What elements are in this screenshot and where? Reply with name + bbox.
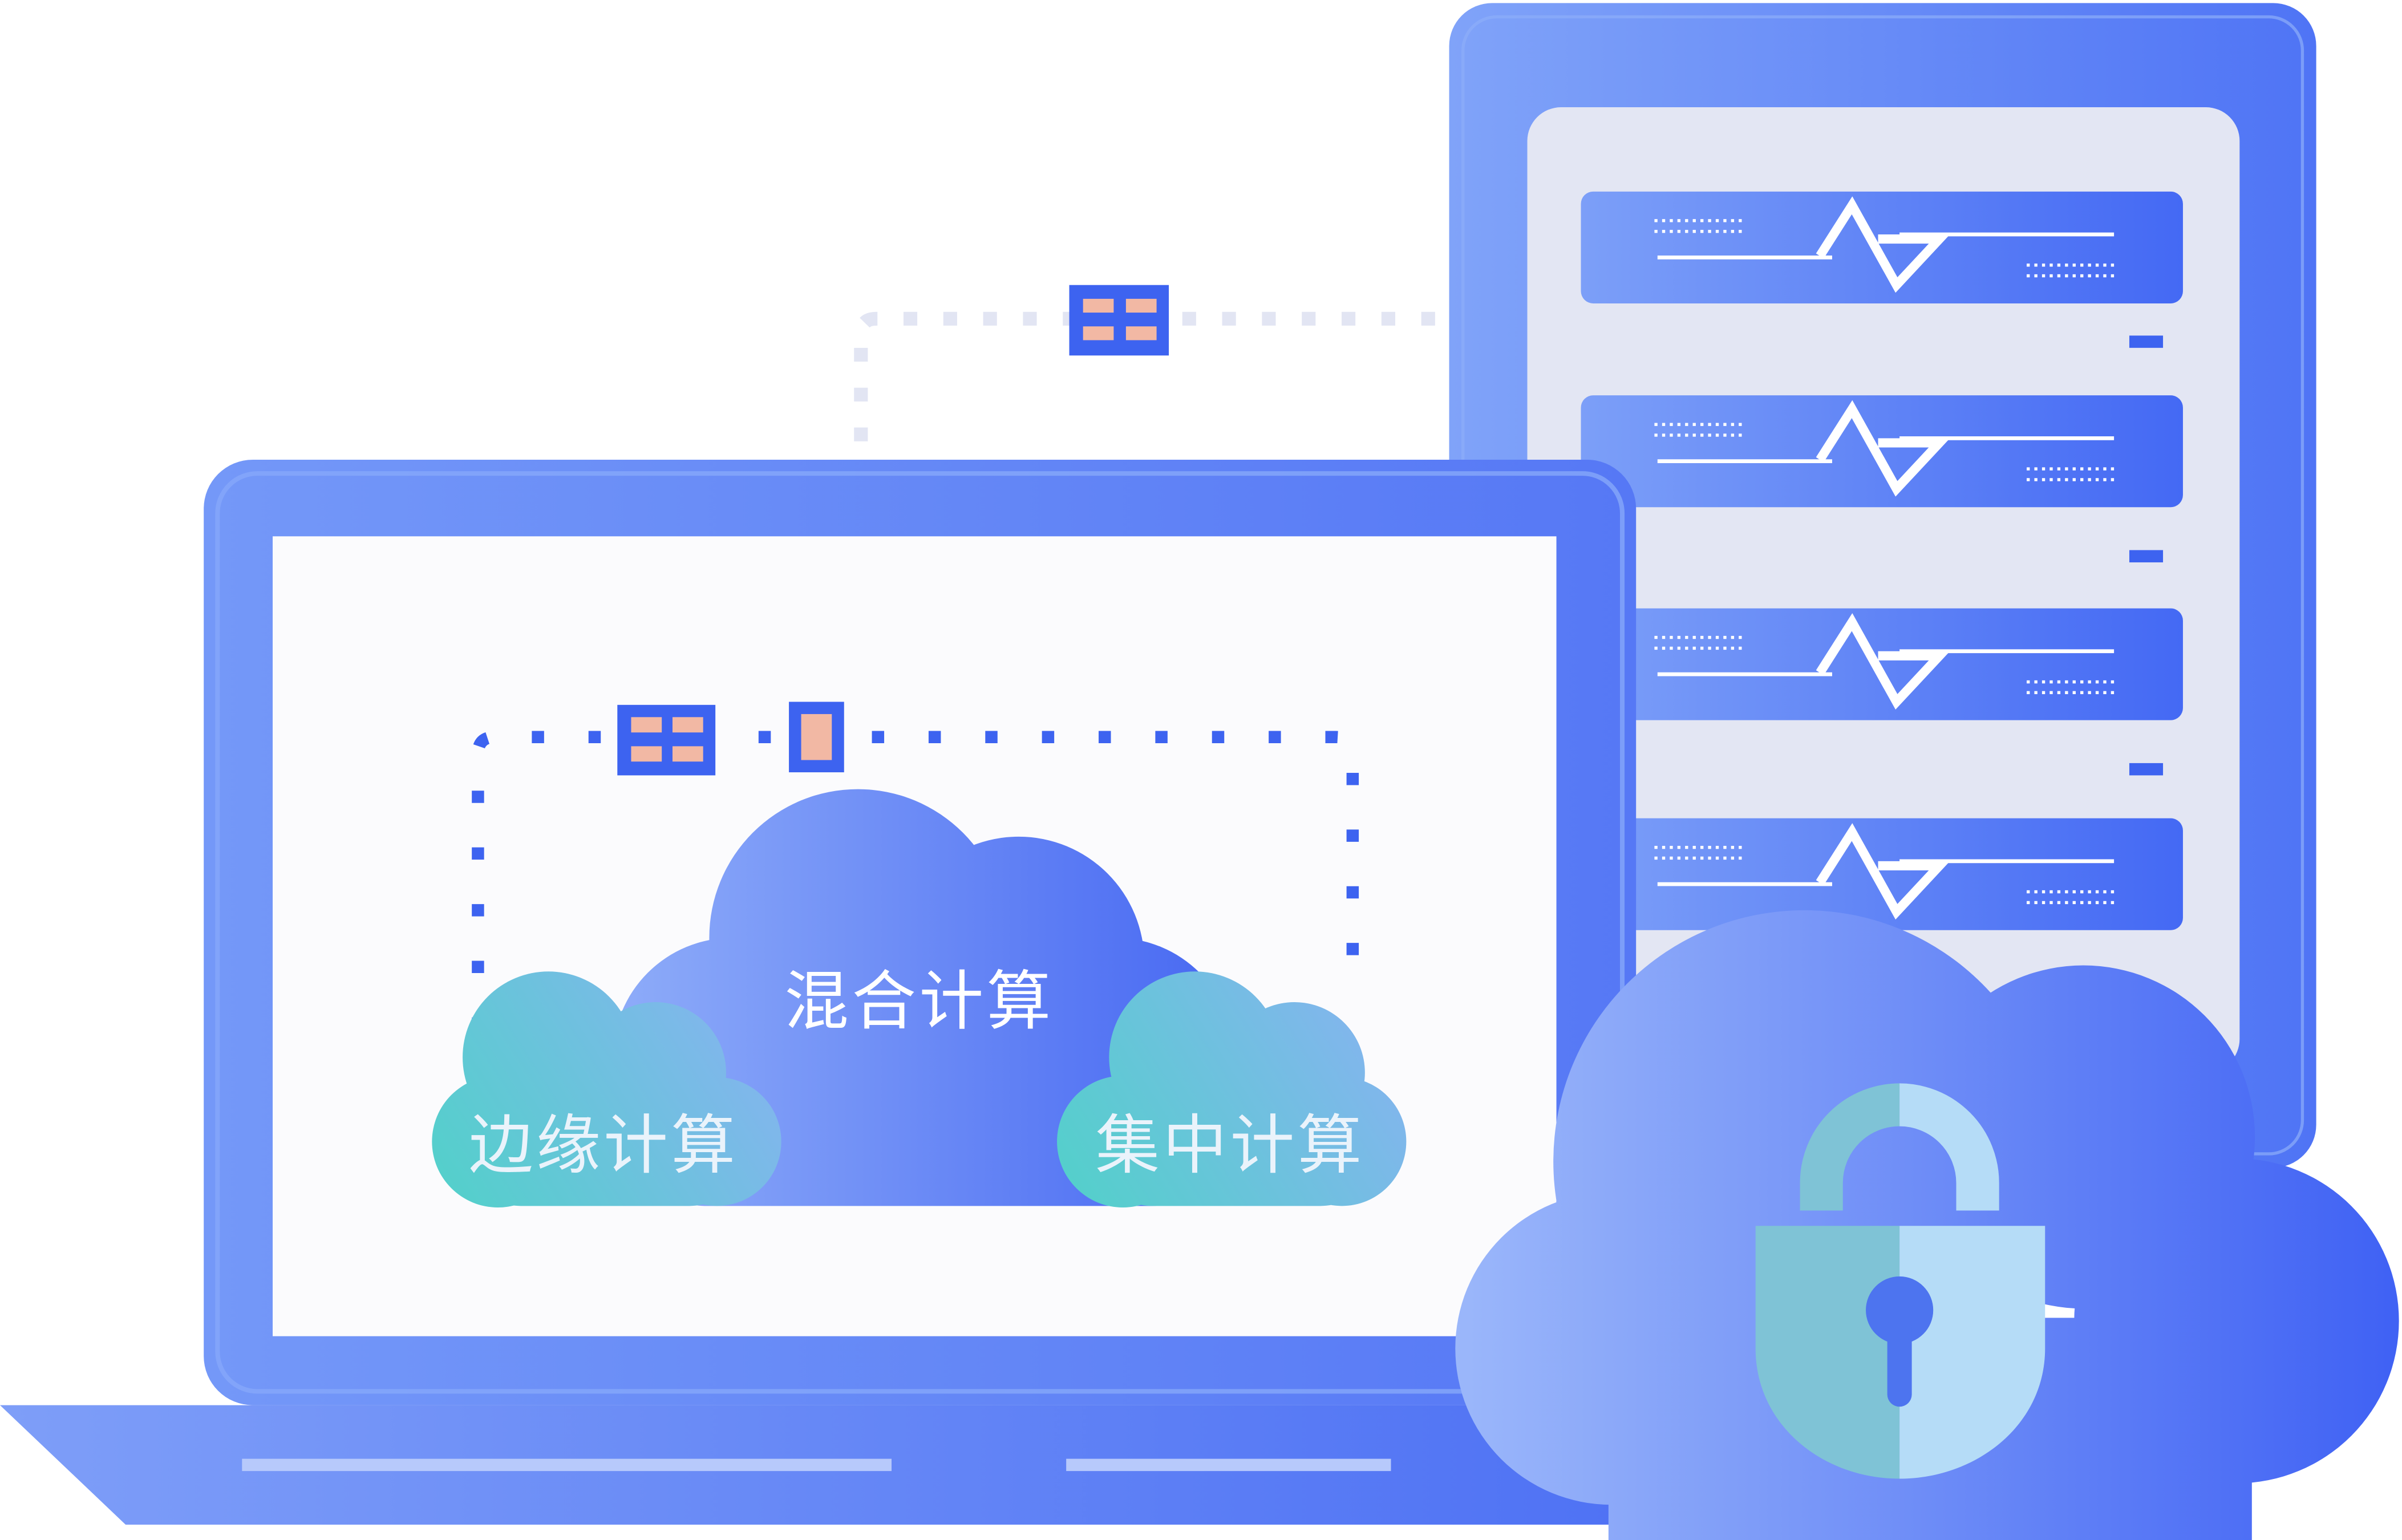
padlock-body-right (1899, 1226, 2045, 1479)
laptop-base-highlight-right (1066, 1458, 1391, 1472)
server-indicator-3 (2129, 763, 2164, 776)
laptop-base-highlight-left (242, 1458, 892, 1472)
padlock-shackle-right (1899, 1083, 1999, 1211)
padlock-shackle-left (1800, 1083, 1901, 1211)
central-cloud-icon (1057, 971, 1407, 1208)
hybrid-computing-label: 混合计算 (784, 964, 1054, 1039)
server-rack-icon (1449, 3, 2316, 1168)
edge-cloud-icon (432, 971, 781, 1208)
padlock-body-left (1755, 1226, 1900, 1479)
server-unit-4 (1581, 818, 2183, 930)
laptop-bezel-inner (215, 471, 1625, 1394)
screen-content: 混合计算 边缘计算 集中计算 (432, 702, 1407, 1208)
connection-line (854, 285, 1449, 441)
edge-computing-label: 边缘计算 (469, 1108, 739, 1183)
padlock-icon (1755, 1083, 2045, 1479)
server-indicator-2 (2129, 550, 2164, 562)
data-chip-icon (789, 702, 844, 773)
server-indicator-1 (2129, 335, 2164, 348)
central-computing-label: 集中计算 (1095, 1108, 1365, 1183)
server-unit-3 (1581, 609, 2183, 720)
data-block-icon (617, 704, 716, 776)
data-block-icon (1069, 285, 1169, 356)
keyhole-icon (1866, 1276, 1934, 1407)
server-unit-1 (1581, 192, 2183, 303)
security-cloud-icon (1455, 910, 2399, 1540)
server-unit-2 (1581, 395, 2183, 507)
